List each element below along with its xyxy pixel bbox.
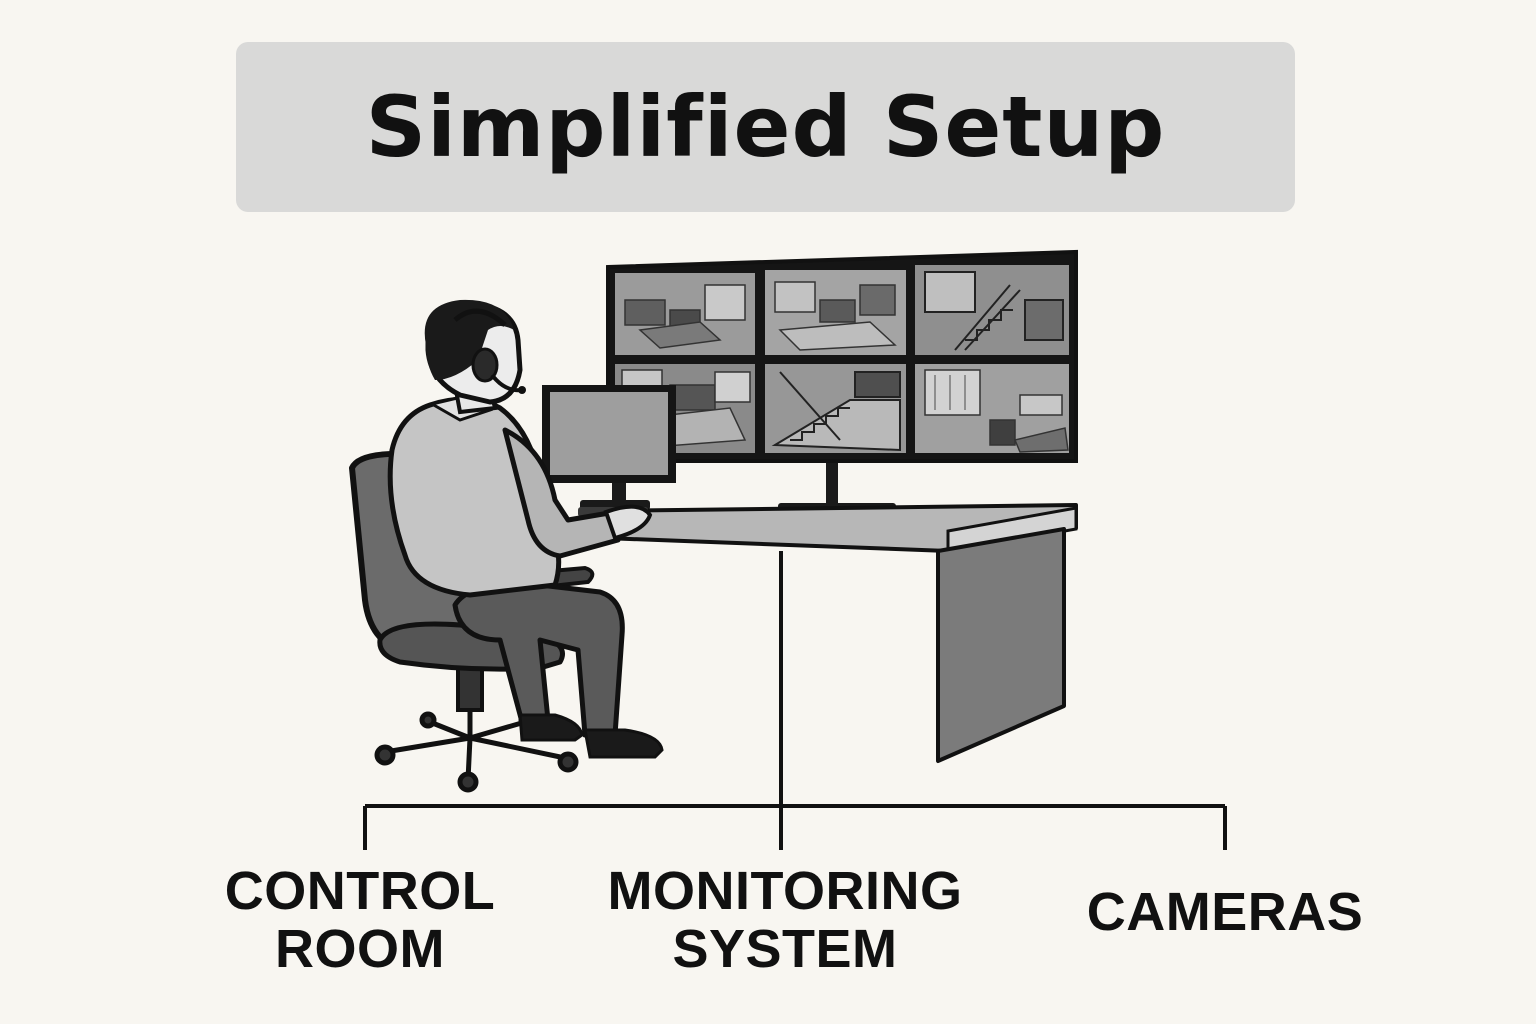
page-title: Simplified Setup (365, 78, 1166, 176)
label-monitoring-system-line1: MONITORING (607, 861, 963, 921)
label-cameras: CAMERAS (1060, 883, 1390, 941)
desk-monitor (542, 385, 676, 510)
connector-lines (363, 551, 1227, 850)
label-control-room-line2: ROOM (275, 919, 445, 979)
label-monitoring-system: MONITORING SYSTEM (580, 862, 990, 978)
desk (578, 503, 1078, 763)
video-wall (606, 249, 1078, 515)
operator-person (387, 299, 664, 759)
headset-icon (453, 308, 526, 394)
label-control-room: CONTROL ROOM (200, 862, 520, 978)
label-monitoring-system-line2: SYSTEM (672, 919, 898, 979)
title-banner: Simplified Setup (236, 42, 1295, 212)
label-control-room-line1: CONTROL (224, 861, 496, 921)
label-cameras-line1: CAMERAS (1086, 882, 1364, 942)
